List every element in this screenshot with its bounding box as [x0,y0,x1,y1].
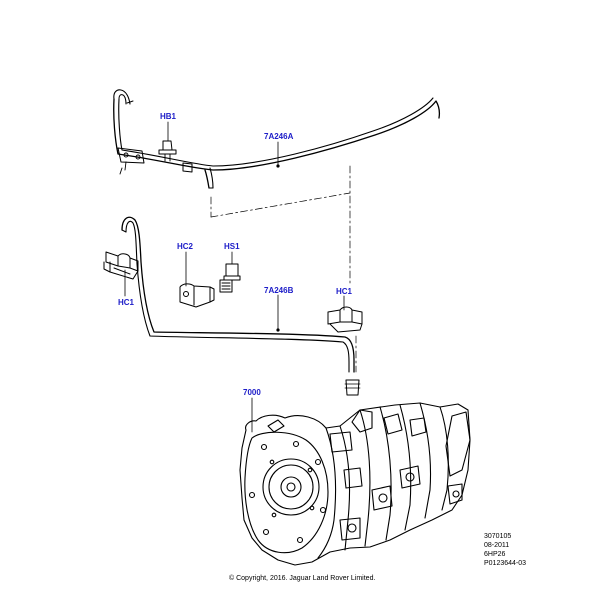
callout-7a246b: 7A246B [264,286,294,295]
hose-clip-hc1-right [327,306,363,333]
ref-date: 08-2011 [484,542,510,549]
callout-hc1-left: HC1 [118,298,135,307]
hose-clip-hc2 [179,283,215,308]
copyright-notice: © Copyright, 2016. Jaguar Land Rover Lim… [229,575,376,582]
transmission-assembly [239,402,471,566]
breather-tube-7a246a [113,89,441,189]
ref-model: 6HP26 [484,551,506,558]
reference-block: 3070105 08-2011 6HP26 P0123644-03 [484,533,526,569]
ref-number: 3070105 [484,533,512,540]
callout-hs1: HS1 [224,242,240,251]
assembly-guide-lines [210,165,357,373]
callout-hb1: HB1 [160,112,177,121]
breather-tube-7a246b [121,216,361,396]
leader-lines [124,121,345,433]
bolt-hs1 [219,263,241,293]
callout-hc2: HC2 [177,242,194,251]
callout-hc1-right: HC1 [336,287,353,296]
callout-7000: 7000 [243,388,261,397]
leader-dots [276,164,280,332]
hose-clip-hc1-left [103,251,139,280]
ref-part: P0123644-03 [484,560,527,567]
callout-7a246a: 7A246A [264,132,294,141]
